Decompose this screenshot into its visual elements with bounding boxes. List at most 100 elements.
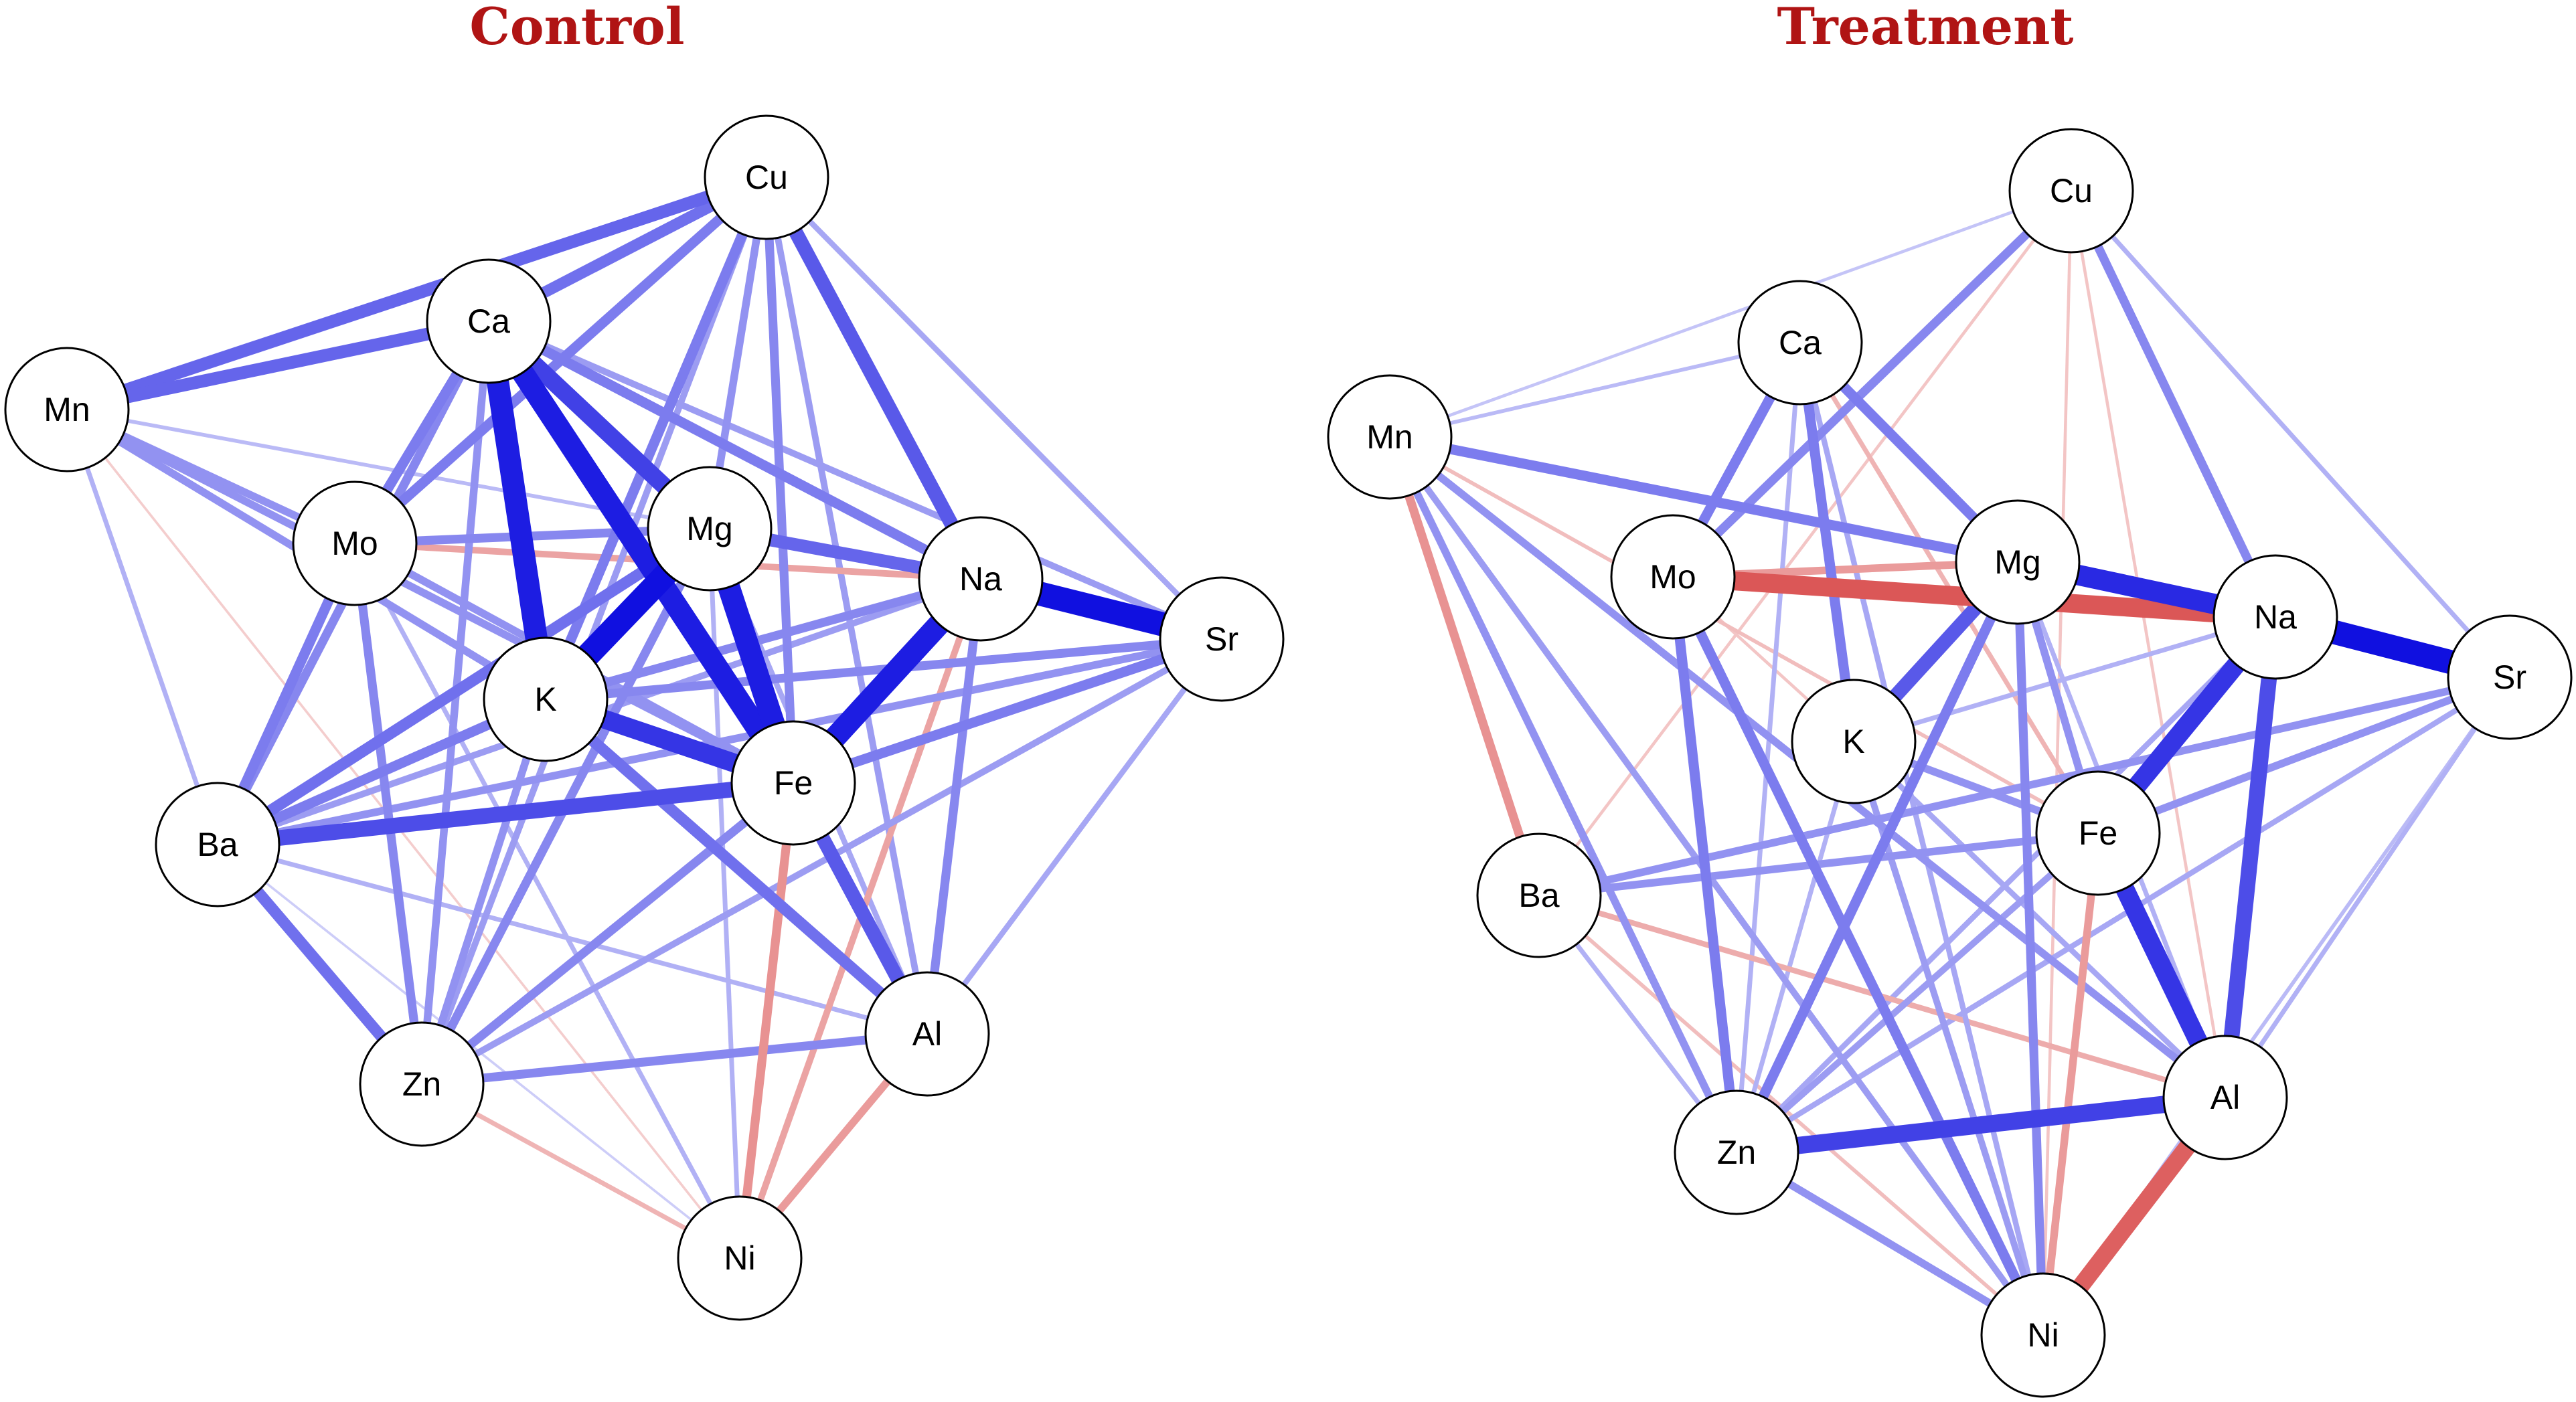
node-label-ca: Ca — [1779, 324, 1822, 361]
node-circle-na — [918, 516, 1044, 642]
edge-cu-mn — [64, 171, 769, 416]
node-k: K — [483, 636, 609, 762]
node-circle-fe — [730, 720, 856, 846]
node-label-mo: Mo — [331, 525, 378, 562]
edge-cu-sr — [2069, 189, 2512, 679]
edge-fe-zn — [1734, 830, 2101, 1155]
edge-k-al — [542, 695, 931, 1039]
node-label-na: Na — [959, 560, 1002, 598]
node-circle-al — [2162, 1035, 2288, 1160]
node-label-ni: Ni — [2027, 1316, 2059, 1354]
edge-ca-mn — [1389, 341, 1801, 439]
node-circle-ca — [1737, 280, 1863, 406]
node-label-mn: Mn — [1366, 418, 1413, 456]
node-circle-mg — [1955, 499, 2081, 625]
node-circle-k — [1791, 679, 1917, 804]
edge-mn-zn — [1386, 435, 1741, 1154]
edge-ba-al — [217, 842, 928, 1037]
edge-fe-ni — [2039, 833, 2102, 1336]
node-label-mo: Mo — [1649, 558, 1696, 596]
edge-cu-zn — [418, 176, 770, 1085]
edge-cu-ba — [1538, 189, 2073, 897]
node-ni: Ni — [677, 1195, 803, 1321]
edge-mo-zn — [350, 543, 426, 1085]
edge-ca-fe — [479, 315, 803, 790]
edge-mn-ba — [64, 408, 220, 846]
edge-mo-ni — [352, 542, 742, 1259]
node-cu: Cu — [2008, 128, 2134, 254]
edge-ca-sr — [487, 318, 1223, 642]
edge-cu-na — [760, 174, 987, 582]
node-label-k: K — [1842, 723, 1864, 760]
edge-k-zn — [418, 698, 550, 1085]
edge-ca-mn — [66, 315, 490, 416]
edge-cu-al — [2069, 190, 2227, 1098]
node-al: Al — [2162, 1035, 2288, 1160]
node-label-cu: Cu — [745, 159, 788, 196]
node-label-ba: Ba — [1518, 877, 1559, 914]
node-circle-mo — [292, 480, 418, 606]
node-label-cu: Cu — [2050, 172, 2093, 209]
node-circle-mn — [4, 347, 130, 472]
node-label-al: Al — [912, 1015, 942, 1053]
node-sr: Sr — [1159, 576, 1285, 702]
node-al: Al — [864, 971, 990, 1097]
node-mo: Mo — [292, 480, 418, 606]
node-zn: Zn — [359, 1021, 485, 1147]
edge-mn-ni — [66, 408, 741, 1259]
node-ni: Ni — [1980, 1272, 2106, 1398]
node-mg: Mg — [647, 466, 773, 592]
node-fe: Fe — [2035, 770, 2161, 896]
edge-sr-al — [924, 637, 1224, 1036]
edge-mn-ba — [1385, 435, 1544, 897]
edge-fe-ni — [735, 782, 798, 1259]
node-circle-sr — [1159, 576, 1285, 702]
node-mn: Mn — [4, 347, 130, 472]
node-mn: Mn — [1327, 374, 1453, 500]
node-ba: Ba — [1476, 833, 1602, 958]
node-label-al: Al — [2210, 1079, 2240, 1116]
node-label-mg: Mg — [686, 510, 732, 547]
edge-cu-mn — [1389, 189, 2072, 439]
edge-na-al — [922, 578, 985, 1035]
edge-sr-al — [2223, 676, 2512, 1099]
edge-sr-zn — [420, 636, 1224, 1087]
node-circle-al — [864, 971, 990, 1097]
node-circle-ba — [1476, 833, 1602, 958]
node-circle-mo — [1610, 514, 1736, 640]
edge-cu-sr — [764, 175, 1224, 641]
edge-ca-k — [477, 319, 557, 701]
edge-mg-zn — [1732, 559, 2022, 1155]
edge-ca-ni — [1797, 342, 2046, 1336]
edge-cu-al — [763, 177, 931, 1035]
node-mg: Mg — [1955, 499, 2081, 625]
edge-mg-ni — [2013, 561, 2048, 1336]
node-label-ba: Ba — [197, 826, 238, 863]
node-label-mn: Mn — [44, 391, 90, 428]
node-circle-k — [483, 636, 609, 762]
edge-mo-zn — [1668, 576, 1742, 1153]
edge-zn-sr — [1735, 675, 2512, 1155]
node-cu: Cu — [704, 114, 829, 240]
node-label-ni: Ni — [724, 1239, 755, 1277]
node-label-fe: Fe — [2079, 814, 2117, 852]
node-circle-zn — [1674, 1089, 1799, 1215]
edge-fe-sr — [2096, 673, 2512, 837]
edge-zn-al — [1735, 1089, 2227, 1161]
edge-fe-zn — [418, 779, 797, 1088]
edge-cu-na — [2067, 189, 2279, 619]
node-na: Na — [2212, 554, 2338, 680]
node-label-zn: Zn — [402, 1065, 441, 1103]
node-ca: Ca — [426, 258, 552, 384]
edge-mn-fe — [1388, 435, 2099, 835]
node-circle-na — [2212, 554, 2338, 680]
edge-ca-zn — [1734, 342, 1803, 1153]
node-ca: Ca — [1737, 280, 1863, 406]
node-label-ca: Ca — [467, 302, 510, 340]
node-label-fe: Fe — [774, 764, 813, 802]
edge-zn-al — [421, 1029, 928, 1089]
